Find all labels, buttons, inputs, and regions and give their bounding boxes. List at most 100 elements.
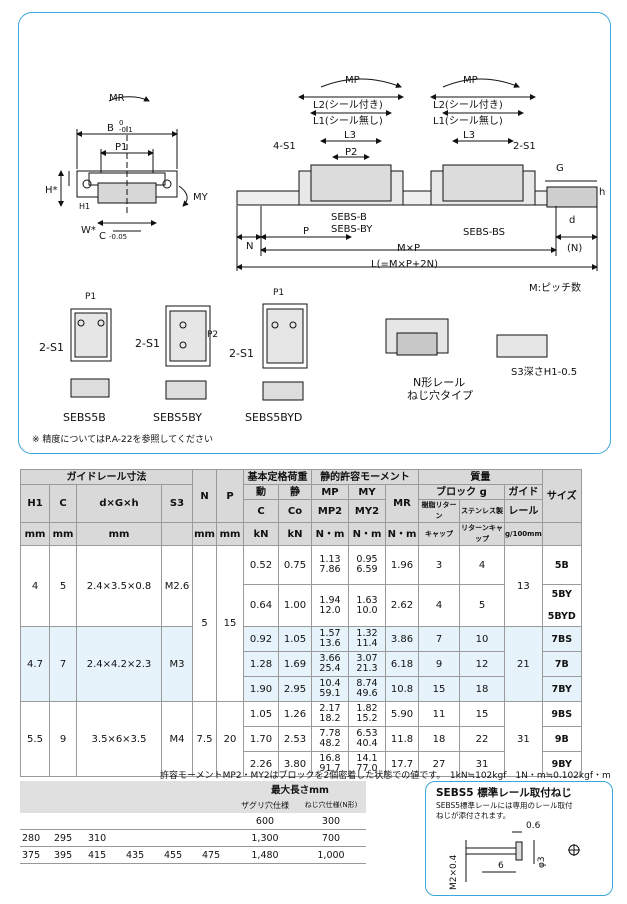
hdr-sta-c: Co [278, 499, 312, 523]
label-sebs-bs: SEBS-BS [463, 227, 505, 238]
unit-my: N・m [348, 522, 386, 546]
figure-frame: MR B 0 -0.1 P1 H* H1 W* C -0.05 MY [18, 12, 611, 454]
cell-s3: M4 [161, 701, 193, 777]
len-val: 295 [54, 832, 73, 844]
label-my: MY [193, 192, 209, 203]
unit-p: mm [216, 522, 244, 546]
hdr-my: MY [348, 484, 386, 500]
unit-c: mm [49, 522, 77, 546]
cell-csta: 1.26 [278, 701, 312, 727]
my2-value: 11.4 [356, 638, 378, 649]
label-mxp: M×P [397, 243, 420, 254]
len-neji: 300 [321, 815, 341, 827]
variant-5by: SEBS5BY [153, 411, 202, 424]
cell-csta: 0.75 [278, 545, 312, 585]
cell-n: 7.5 [192, 701, 217, 777]
len-val: 280 [22, 832, 41, 844]
side-view [236, 78, 598, 271]
cell-dgh: 2.4×3.5×0.8 [76, 545, 162, 627]
cell-size: 9BY [541, 751, 582, 777]
my2-value: 21.3 [356, 663, 378, 674]
cell-csta: 2.53 [278, 726, 312, 752]
label-c-tol: -0.05 [109, 233, 127, 241]
len-val [162, 813, 200, 830]
mp-value: 1.13 [319, 554, 341, 565]
cell-size: 7BY [541, 676, 582, 702]
label-p: P [303, 226, 309, 237]
label-b-tol2: -0.1 [119, 126, 133, 134]
hdr-dgh: d×G×h [76, 484, 162, 523]
cell-h1: 5.5 [20, 701, 50, 777]
my2-value: 77.0 [356, 763, 378, 774]
mp2-value: 25.4 [319, 663, 341, 674]
end-view [58, 96, 189, 232]
len-sagu: 1,300 [251, 832, 279, 844]
cell-resin: 11 [418, 701, 460, 727]
len-val [200, 813, 234, 830]
my2-value: 6.59 [356, 564, 378, 575]
mp2-value: 12.0 [319, 604, 341, 616]
my-value: 6.53 [356, 728, 378, 739]
unit-s3 [161, 522, 193, 546]
hdr-moment: 静的許容モーメント [311, 469, 419, 485]
len-val [86, 813, 124, 830]
cell-rail: 31 [504, 701, 543, 777]
dim-06: 0.6 [526, 821, 541, 831]
label-l2: L2(シール付き) [313, 98, 383, 111]
cell-steel: 4 [459, 545, 505, 585]
cell-cdyn: 1.05 [243, 701, 279, 727]
hdr-dyn: 動 [243, 484, 279, 500]
mp-value: 1.57 [319, 628, 341, 639]
label-l-total: L(=M×P+2N) [371, 259, 438, 270]
hdr-load: 基本定格荷重 [243, 469, 312, 485]
cell-cdyn: 0.52 [243, 545, 279, 585]
max-len-title: 最大長さmm [234, 781, 366, 797]
cell-size: 9B [541, 726, 582, 752]
cell-csta: 1.05 [278, 626, 312, 652]
mp2-value: 7.86 [319, 564, 341, 575]
cell-mr: 3.86 [385, 626, 419, 652]
cell-cdyn: 1.28 [243, 651, 279, 677]
s3-depth-note: S3深さH1-0.5 [511, 366, 577, 378]
label-mp-2: MP [463, 75, 478, 86]
cell-steel: 22 [459, 726, 505, 752]
unit-csta: kN [278, 522, 312, 546]
cell-size: 7B [541, 651, 582, 677]
screw-drawing: 0.6 6 φ3 M2×0.4 [449, 821, 580, 890]
rail-screw-box: SEBS5 標準レール取付ねじ SEBS5標準レールには専用のレール取付 ねじが… [425, 781, 613, 896]
hdr-sta: 静 [278, 484, 312, 500]
hdr-c: C [49, 484, 77, 523]
cell-size: 9BS [541, 701, 582, 727]
cell-rail: 13 [504, 545, 543, 627]
label-h1: H1 [79, 202, 90, 211]
hdr-mp2: MP2 [311, 499, 349, 523]
unit-mp: N・m [311, 522, 349, 546]
cell-csta: 1.69 [278, 651, 312, 677]
unit-rail: g/100mm [504, 522, 543, 546]
rail-screw-desc2: ねじが添付されます。 [436, 811, 511, 820]
label-sebs-b: SEBS-B [331, 212, 367, 223]
dim-m2: M2×0.4 [449, 854, 459, 890]
max-len-blank2 [20, 797, 234, 813]
size-5byd: 5BYD [547, 611, 576, 622]
hdr-my2: MY2 [348, 499, 386, 523]
label-n-paren: (N) [567, 243, 582, 254]
spec-footnote: 許容モーメントMP2・MY2はブロックを2個密着した状態での値です。 1kN≒1… [160, 771, 611, 781]
label-sebs-by: SEBS-BY [331, 224, 373, 235]
cell-csta: 2.95 [278, 676, 312, 702]
cell-n-shared: 5 [192, 545, 217, 702]
label-g: G [556, 163, 564, 174]
label-w: W* [81, 225, 96, 236]
label-l1-b: L1(シール無し) [433, 114, 503, 127]
hdr-size: サイズ [541, 469, 582, 523]
hdr-s3: S3 [161, 484, 193, 523]
